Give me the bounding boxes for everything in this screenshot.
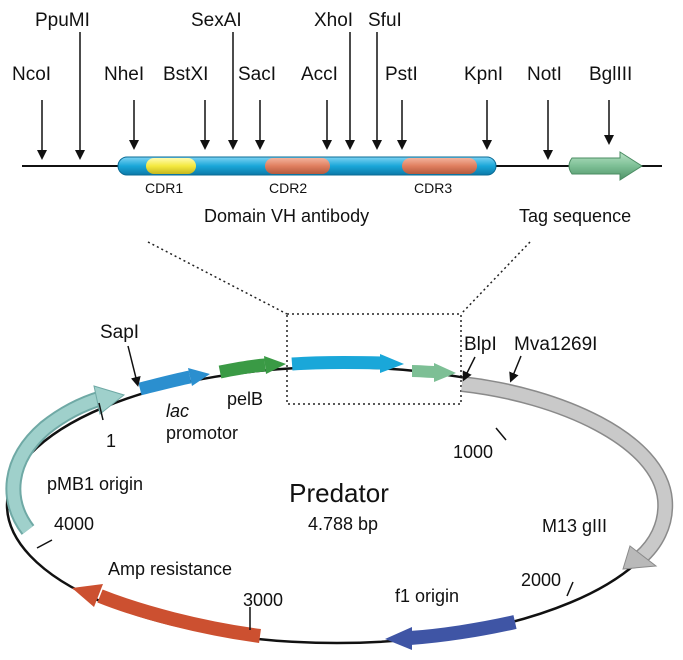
amp-resistance-arrow	[97, 589, 261, 643]
plasmid-map: SapI BlpI Mva1269I lac promotor pelB pMB…	[5, 322, 674, 650]
f1-origin-label: f1 origin	[395, 586, 459, 606]
lac-arrowhead	[188, 368, 210, 386]
site-psti: PstI	[385, 64, 418, 85]
cdr3-label: CDR3	[414, 180, 452, 196]
site-ncoi: NcoI	[12, 64, 51, 85]
site-ppumi: PpuMI	[35, 10, 90, 31]
zoom-line-right	[460, 241, 531, 315]
position-3000: 3000	[243, 590, 283, 610]
pmb1-arrowhead	[93, 385, 126, 415]
tag-insert-arrow	[411, 365, 437, 378]
tick-2000	[566, 581, 574, 597]
amp-arrowhead	[72, 584, 103, 607]
cdr1-segment	[146, 158, 196, 174]
f1-origin-arrow	[409, 615, 517, 645]
m13-arrowhead	[622, 545, 658, 570]
lac-promotor-arrow	[138, 370, 192, 396]
promotor-label: promotor	[166, 423, 238, 443]
pmb1-origin-arrow	[7, 392, 104, 534]
pelb-arrow	[218, 358, 266, 379]
position-4000: 4000	[54, 514, 94, 534]
site-bstxi: BstXI	[163, 64, 208, 85]
site-saci: SacI	[238, 64, 276, 85]
site-bglii: BglIII	[589, 64, 632, 85]
domain-vh-label: Domain VH antibody	[204, 206, 369, 226]
mva1269i-arrow	[509, 355, 522, 383]
site-sexai: SexAI	[191, 10, 242, 31]
cdr3-segment	[402, 158, 477, 174]
blpi-arrow	[462, 356, 476, 382]
position-1000: 1000	[453, 442, 493, 462]
vh-insert-arrow	[291, 355, 383, 371]
plasmid-site-arrows	[127, 345, 522, 387]
zoom-line-left	[147, 241, 288, 315]
position-ticks	[36, 402, 574, 630]
site-noti: NotI	[527, 64, 562, 85]
lac-label: lac	[166, 401, 189, 421]
cdr2-label: CDR2	[269, 180, 307, 196]
plasmid-name: Predator	[289, 478, 389, 508]
zoom-box	[286, 313, 462, 405]
tick-4000	[36, 539, 53, 549]
site-sapi: SapI	[100, 322, 139, 343]
position-2000: 2000	[521, 570, 561, 590]
pelb-arrowhead	[264, 356, 286, 374]
amp-resistance-label: Amp resistance	[108, 559, 232, 579]
site-mva1269i: Mva1269I	[514, 334, 597, 355]
m13-giii-label: M13 gIII	[542, 516, 607, 536]
pelb-label: pelB	[227, 389, 263, 409]
position-1: 1	[106, 431, 116, 451]
tag-arrow	[568, 151, 643, 181]
vh-insert-arrowhead	[380, 354, 404, 373]
sapi-arrow	[127, 345, 141, 387]
site-sfui: SfuI	[368, 10, 402, 31]
m13-gene-arrow	[461, 377, 672, 563]
site-xhoi: XhoI	[314, 10, 353, 31]
tick-1	[98, 402, 104, 421]
cdr1-label: CDR1	[145, 180, 183, 196]
tag-sequence-label: Tag sequence	[519, 206, 631, 226]
site-nhei: NheI	[104, 64, 144, 85]
site-blpi: BlpI	[464, 334, 497, 355]
f1-arrowhead	[385, 627, 412, 650]
insert-site-arrows	[37, 32, 614, 160]
tag-insert-arrowhead	[434, 363, 456, 382]
zoom-connector	[147, 241, 531, 405]
cdr2-segment	[265, 158, 330, 174]
pmb1-origin-label: pMB1 origin	[47, 474, 143, 494]
insert-map: CDR1 CDR2 CDR3 Domain VH antibody Tag se…	[12, 10, 662, 226]
plasmid-size: 4.788 bp	[308, 514, 378, 534]
site-kpni: KpnI	[464, 64, 503, 85]
tick-1000	[495, 427, 507, 441]
site-acci: AccI	[301, 64, 338, 85]
